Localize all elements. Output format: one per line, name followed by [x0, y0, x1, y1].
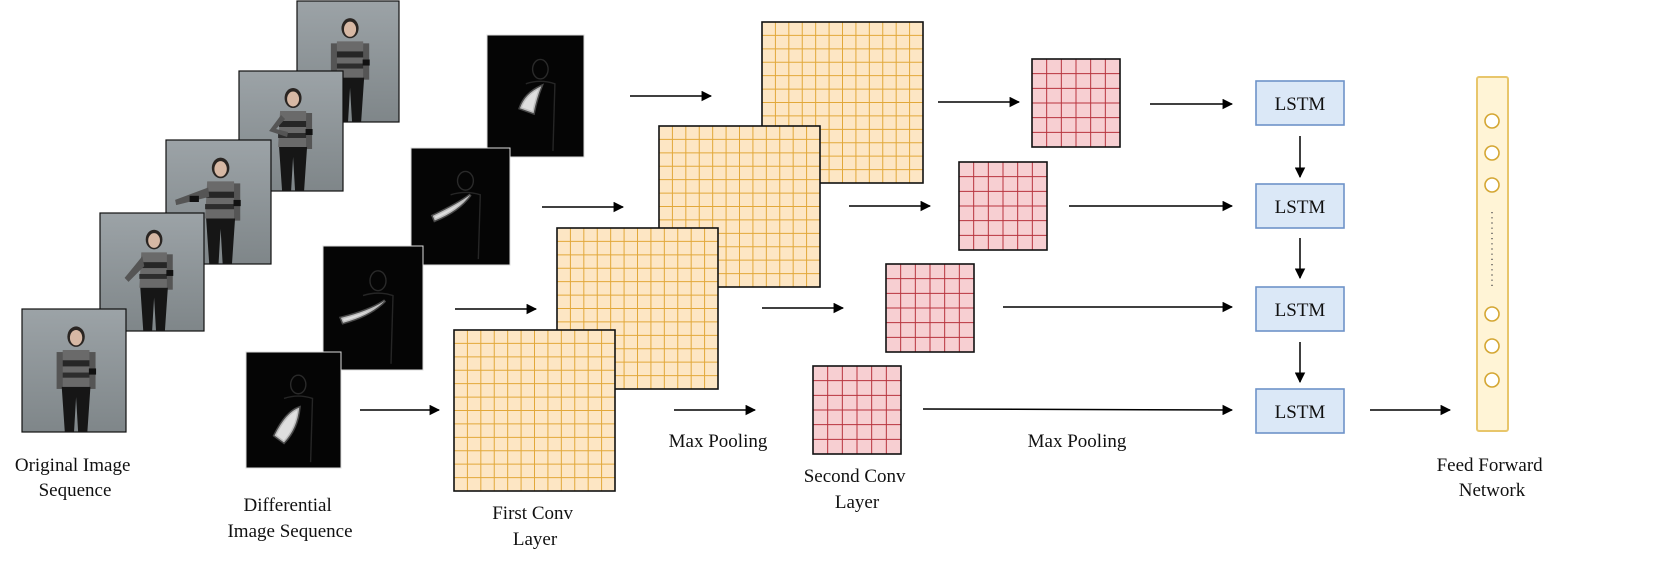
person-silhouette-icon — [124, 229, 174, 331]
neuron-node-icon — [1484, 145, 1500, 161]
first-conv-label: First Conv Layer — [492, 503, 578, 550]
neuron-node-icon — [1484, 306, 1500, 322]
original-sequence-label: Original Image Sequence — [15, 455, 135, 501]
conv2-feature-map — [958, 161, 1048, 251]
lstm-label: LSTM — [1275, 197, 1326, 218]
feed-forward-network — [1476, 76, 1509, 432]
labels: Original Image Sequence Differential Ima… — [15, 431, 1548, 550]
person-silhouette-icon — [56, 326, 97, 432]
neuron-node-icon — [1484, 177, 1500, 193]
arrow-right-icon — [922, 404, 1234, 416]
flow-arrows — [360, 90, 1452, 416]
differential-frame — [245, 351, 342, 469]
first-conv-layer — [453, 21, 924, 492]
lstm-cell: LSTM — [1255, 80, 1345, 126]
lstm-label: LSTM — [1275, 300, 1326, 321]
differential-frame — [410, 147, 511, 266]
second-conv-layer — [812, 58, 1121, 455]
lstm-label: LSTM — [1275, 94, 1326, 115]
neuron-node-icon — [1484, 338, 1500, 354]
original-frame — [21, 308, 127, 433]
conv2-feature-map — [812, 365, 902, 455]
conv2-feature-map — [1031, 58, 1121, 148]
lstm-cell: LSTM — [1255, 183, 1345, 229]
lstm-cell: LSTM — [1255, 286, 1345, 332]
differential-frame — [322, 245, 424, 371]
neuron-node-icon — [1484, 372, 1500, 388]
conv1-feature-map — [453, 329, 616, 492]
lstm-label: LSTM — [1275, 402, 1326, 423]
second-conv-label: Second Conv Layer — [804, 466, 911, 513]
differential-frame — [486, 34, 585, 158]
neuron-node-icon — [1484, 113, 1500, 129]
feed-forward-label: Feed Forward Network — [1437, 455, 1548, 501]
max-pooling-label-2: Max Pooling — [1028, 431, 1127, 452]
original-image-sequence — [21, 0, 400, 433]
max-pooling-label-1: Max Pooling — [669, 431, 768, 452]
conv1-feature-map — [761, 21, 924, 184]
differential-image-sequence — [245, 34, 585, 469]
lstm-cell: LSTM — [1255, 388, 1345, 434]
lstm-stack: LSTM LSTM LSTM LSTM — [1255, 80, 1345, 434]
differential-sequence-label: Differential Image Sequence — [227, 495, 352, 542]
conv2-feature-map — [885, 263, 975, 353]
person-silhouette-icon — [269, 88, 313, 191]
person-silhouette-icon — [175, 157, 241, 264]
